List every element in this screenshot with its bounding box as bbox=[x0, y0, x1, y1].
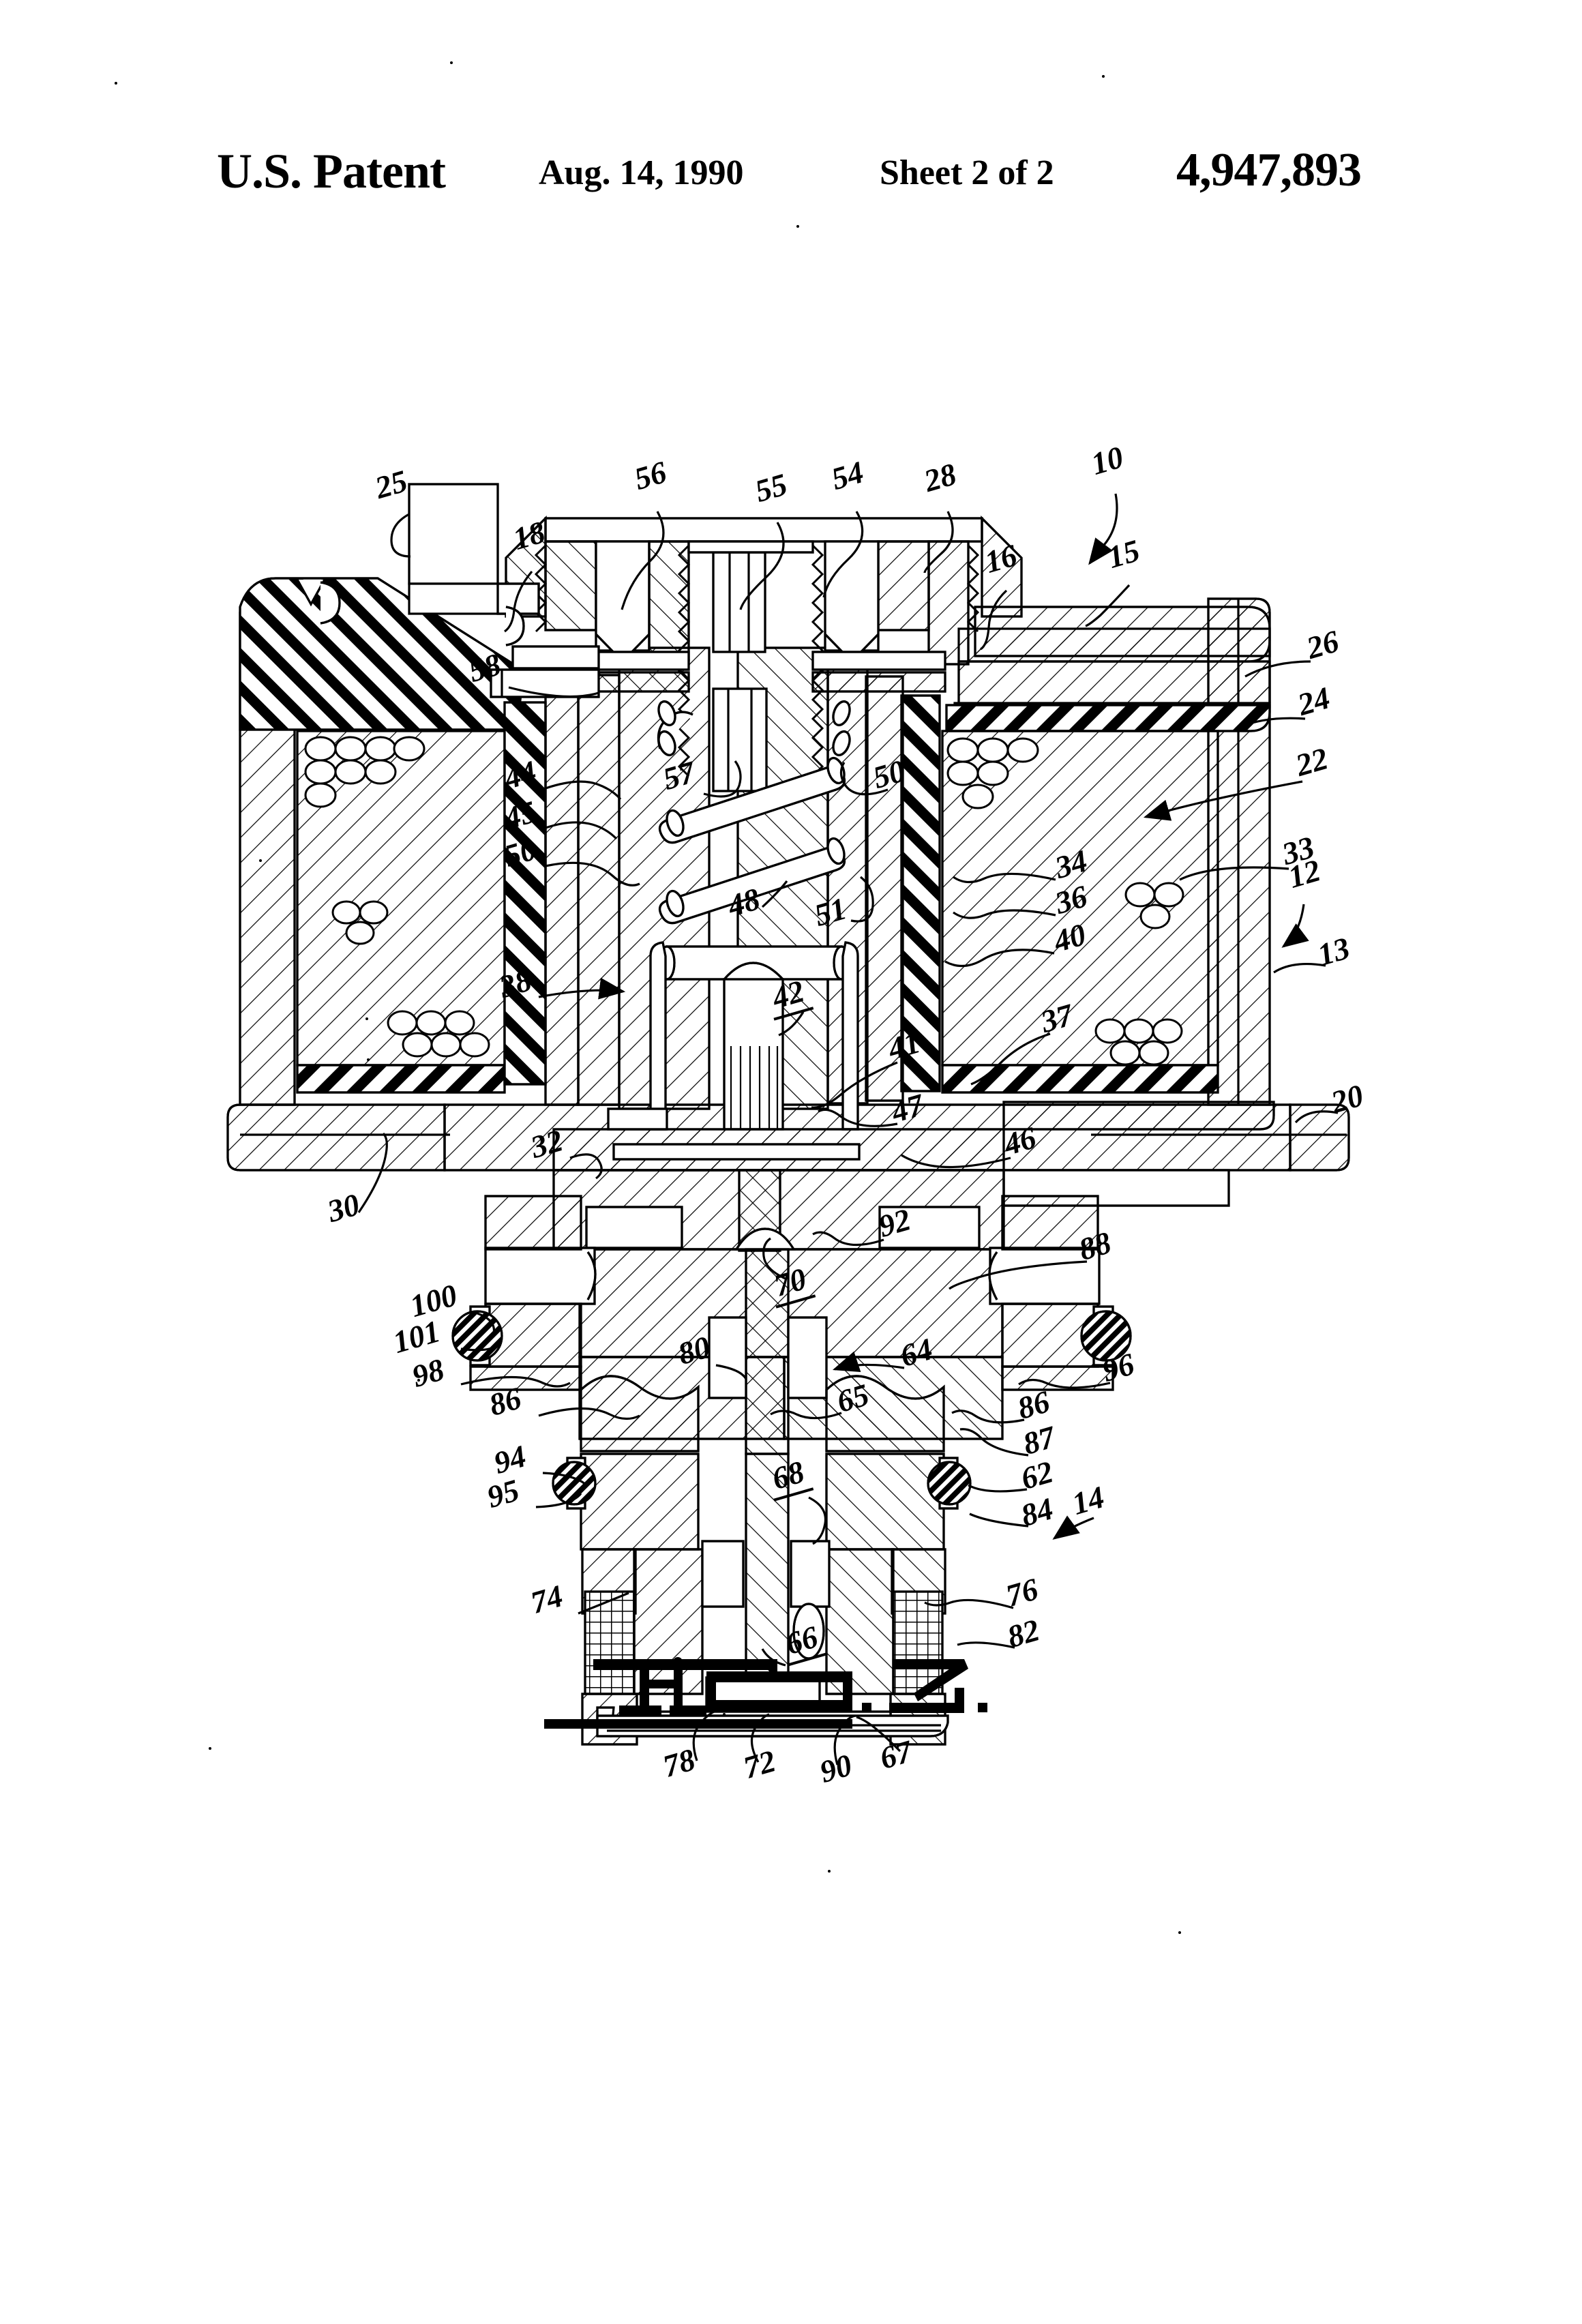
numeral-text: 74 bbox=[527, 1578, 567, 1620]
scan-speck bbox=[209, 1747, 211, 1750]
reference-numeral-74: 74 bbox=[527, 1578, 567, 1620]
reference-numeral-10: 10 bbox=[1088, 439, 1127, 481]
numeral-text: 22 bbox=[1292, 741, 1332, 783]
numeral-underline bbox=[787, 1652, 828, 1667]
reference-numeral-98: 98 bbox=[408, 1352, 448, 1394]
patent-header: U.S. Patent Aug. 14, 1990 Sheet 2 of 2 4… bbox=[0, 143, 1582, 225]
numeral-text: 28 bbox=[920, 456, 960, 498]
scan-speck bbox=[1102, 75, 1105, 78]
numeral-text: 25 bbox=[371, 463, 411, 505]
scan-speck bbox=[259, 859, 262, 862]
scan-speck bbox=[115, 82, 117, 85]
reference-numeral-15: 15 bbox=[1104, 533, 1144, 575]
reference-numeral-55: 55 bbox=[751, 466, 791, 509]
reference-numeral-22: 22 bbox=[1292, 741, 1332, 783]
scan-speck bbox=[1178, 1931, 1181, 1934]
scan-speck bbox=[367, 1058, 370, 1061]
scan-speck bbox=[450, 61, 453, 64]
reference-numeral-25: 25 bbox=[371, 463, 411, 505]
figure-caption bbox=[0, 1640, 1582, 1746]
scan-speck bbox=[828, 1870, 831, 1873]
reference-numeral-13: 13 bbox=[1314, 930, 1354, 972]
numeral-text: 10 bbox=[1088, 439, 1127, 481]
numeral-text: 90 bbox=[816, 1747, 856, 1789]
reference-numeral-54: 54 bbox=[828, 454, 867, 496]
numeral-text: 13 bbox=[1314, 930, 1354, 972]
fig-3-stylized-label bbox=[544, 1657, 987, 1729]
numeral-underline bbox=[773, 1007, 814, 1021]
scan-speck bbox=[796, 225, 799, 228]
numeral-text: 55 bbox=[751, 466, 791, 509]
reference-numeral-26: 26 bbox=[1302, 623, 1343, 666]
numeral-text: 72 bbox=[740, 1743, 779, 1785]
numeral-text: 30 bbox=[323, 1187, 363, 1229]
scan-speck bbox=[417, 1379, 420, 1382]
reference-numeral-28: 28 bbox=[920, 456, 960, 498]
patent-office-label: U.S. Patent bbox=[217, 144, 446, 198]
numeral-underline bbox=[775, 1294, 816, 1309]
scan-speck bbox=[365, 1017, 368, 1020]
reference-numeral-95: 95 bbox=[483, 1472, 523, 1515]
reference-numeral-72: 72 bbox=[740, 1743, 779, 1785]
reference-numeral-14: 14 bbox=[1069, 1479, 1108, 1521]
reference-numeral-56: 56 bbox=[631, 454, 670, 496]
scan-speck bbox=[723, 1713, 726, 1716]
sheet-indicator: Sheet 2 of 2 bbox=[880, 153, 1054, 192]
numeral-text: 95 bbox=[483, 1472, 523, 1515]
numeral-text: 56 bbox=[631, 454, 670, 496]
reference-numeral-30: 30 bbox=[323, 1187, 363, 1229]
solenoid-valve-cross-section: 1012131415161820222425262830323334363738… bbox=[226, 439, 1367, 1789]
patent-issue-date: Aug. 14, 1990 bbox=[539, 153, 744, 192]
numeral-text: 14 bbox=[1069, 1479, 1108, 1521]
reference-numeral-24: 24 bbox=[1294, 680, 1334, 722]
reference-numeral-90: 90 bbox=[816, 1747, 856, 1789]
numeral-text: 24 bbox=[1294, 680, 1334, 722]
numeral-text: 15 bbox=[1104, 533, 1144, 575]
numeral-text: 98 bbox=[408, 1352, 448, 1394]
numeral-underline bbox=[773, 1487, 814, 1502]
patent-number: 4,947,893 bbox=[1176, 144, 1362, 196]
numeral-text: 54 bbox=[828, 454, 867, 496]
numeral-text: 26 bbox=[1302, 623, 1343, 666]
